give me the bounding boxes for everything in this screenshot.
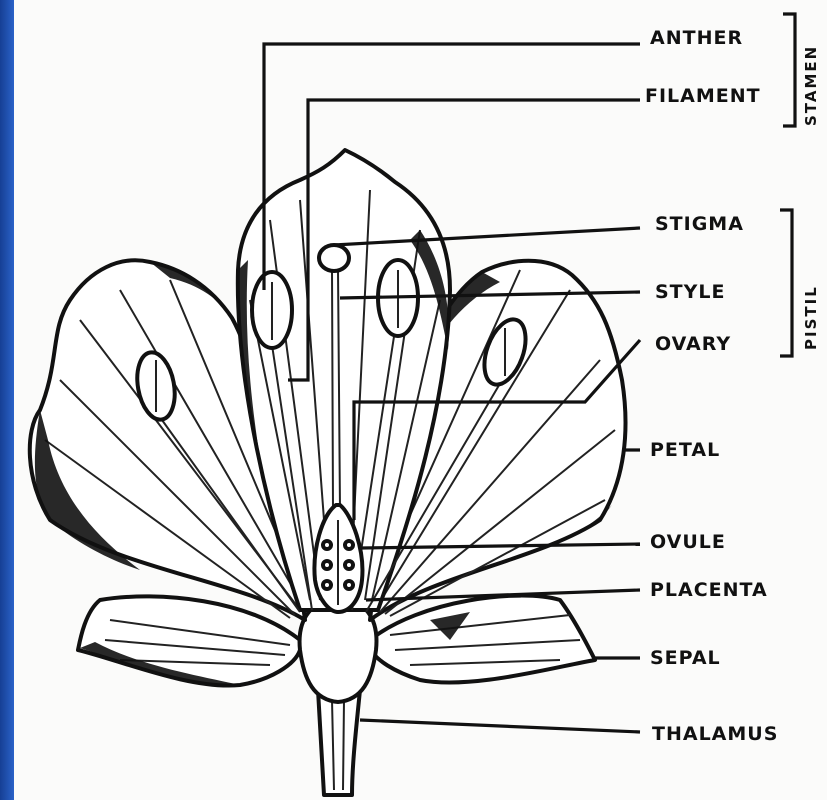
label-placenta: PLACENTA	[650, 579, 768, 601]
group-label-stamen: STAMEN	[802, 45, 820, 126]
label-ovary: OVARY	[655, 333, 731, 355]
label-filament: FILAMENT	[645, 85, 761, 107]
label-petal: PETAL	[650, 439, 720, 461]
label-style: STYLE	[655, 281, 726, 303]
label-ovule: OVULE	[650, 531, 726, 553]
label-stigma: STIGMA	[655, 213, 744, 235]
label-sepal: SEPAL	[650, 647, 721, 669]
group-label-pistil: PISTIL	[802, 285, 820, 350]
label-thalamus: THALAMUS	[652, 723, 778, 745]
left-sepal-drawing	[78, 596, 300, 685]
group-brackets	[780, 14, 795, 356]
label-anther: ANTHER	[650, 27, 743, 49]
stalk-drawing	[318, 690, 360, 795]
